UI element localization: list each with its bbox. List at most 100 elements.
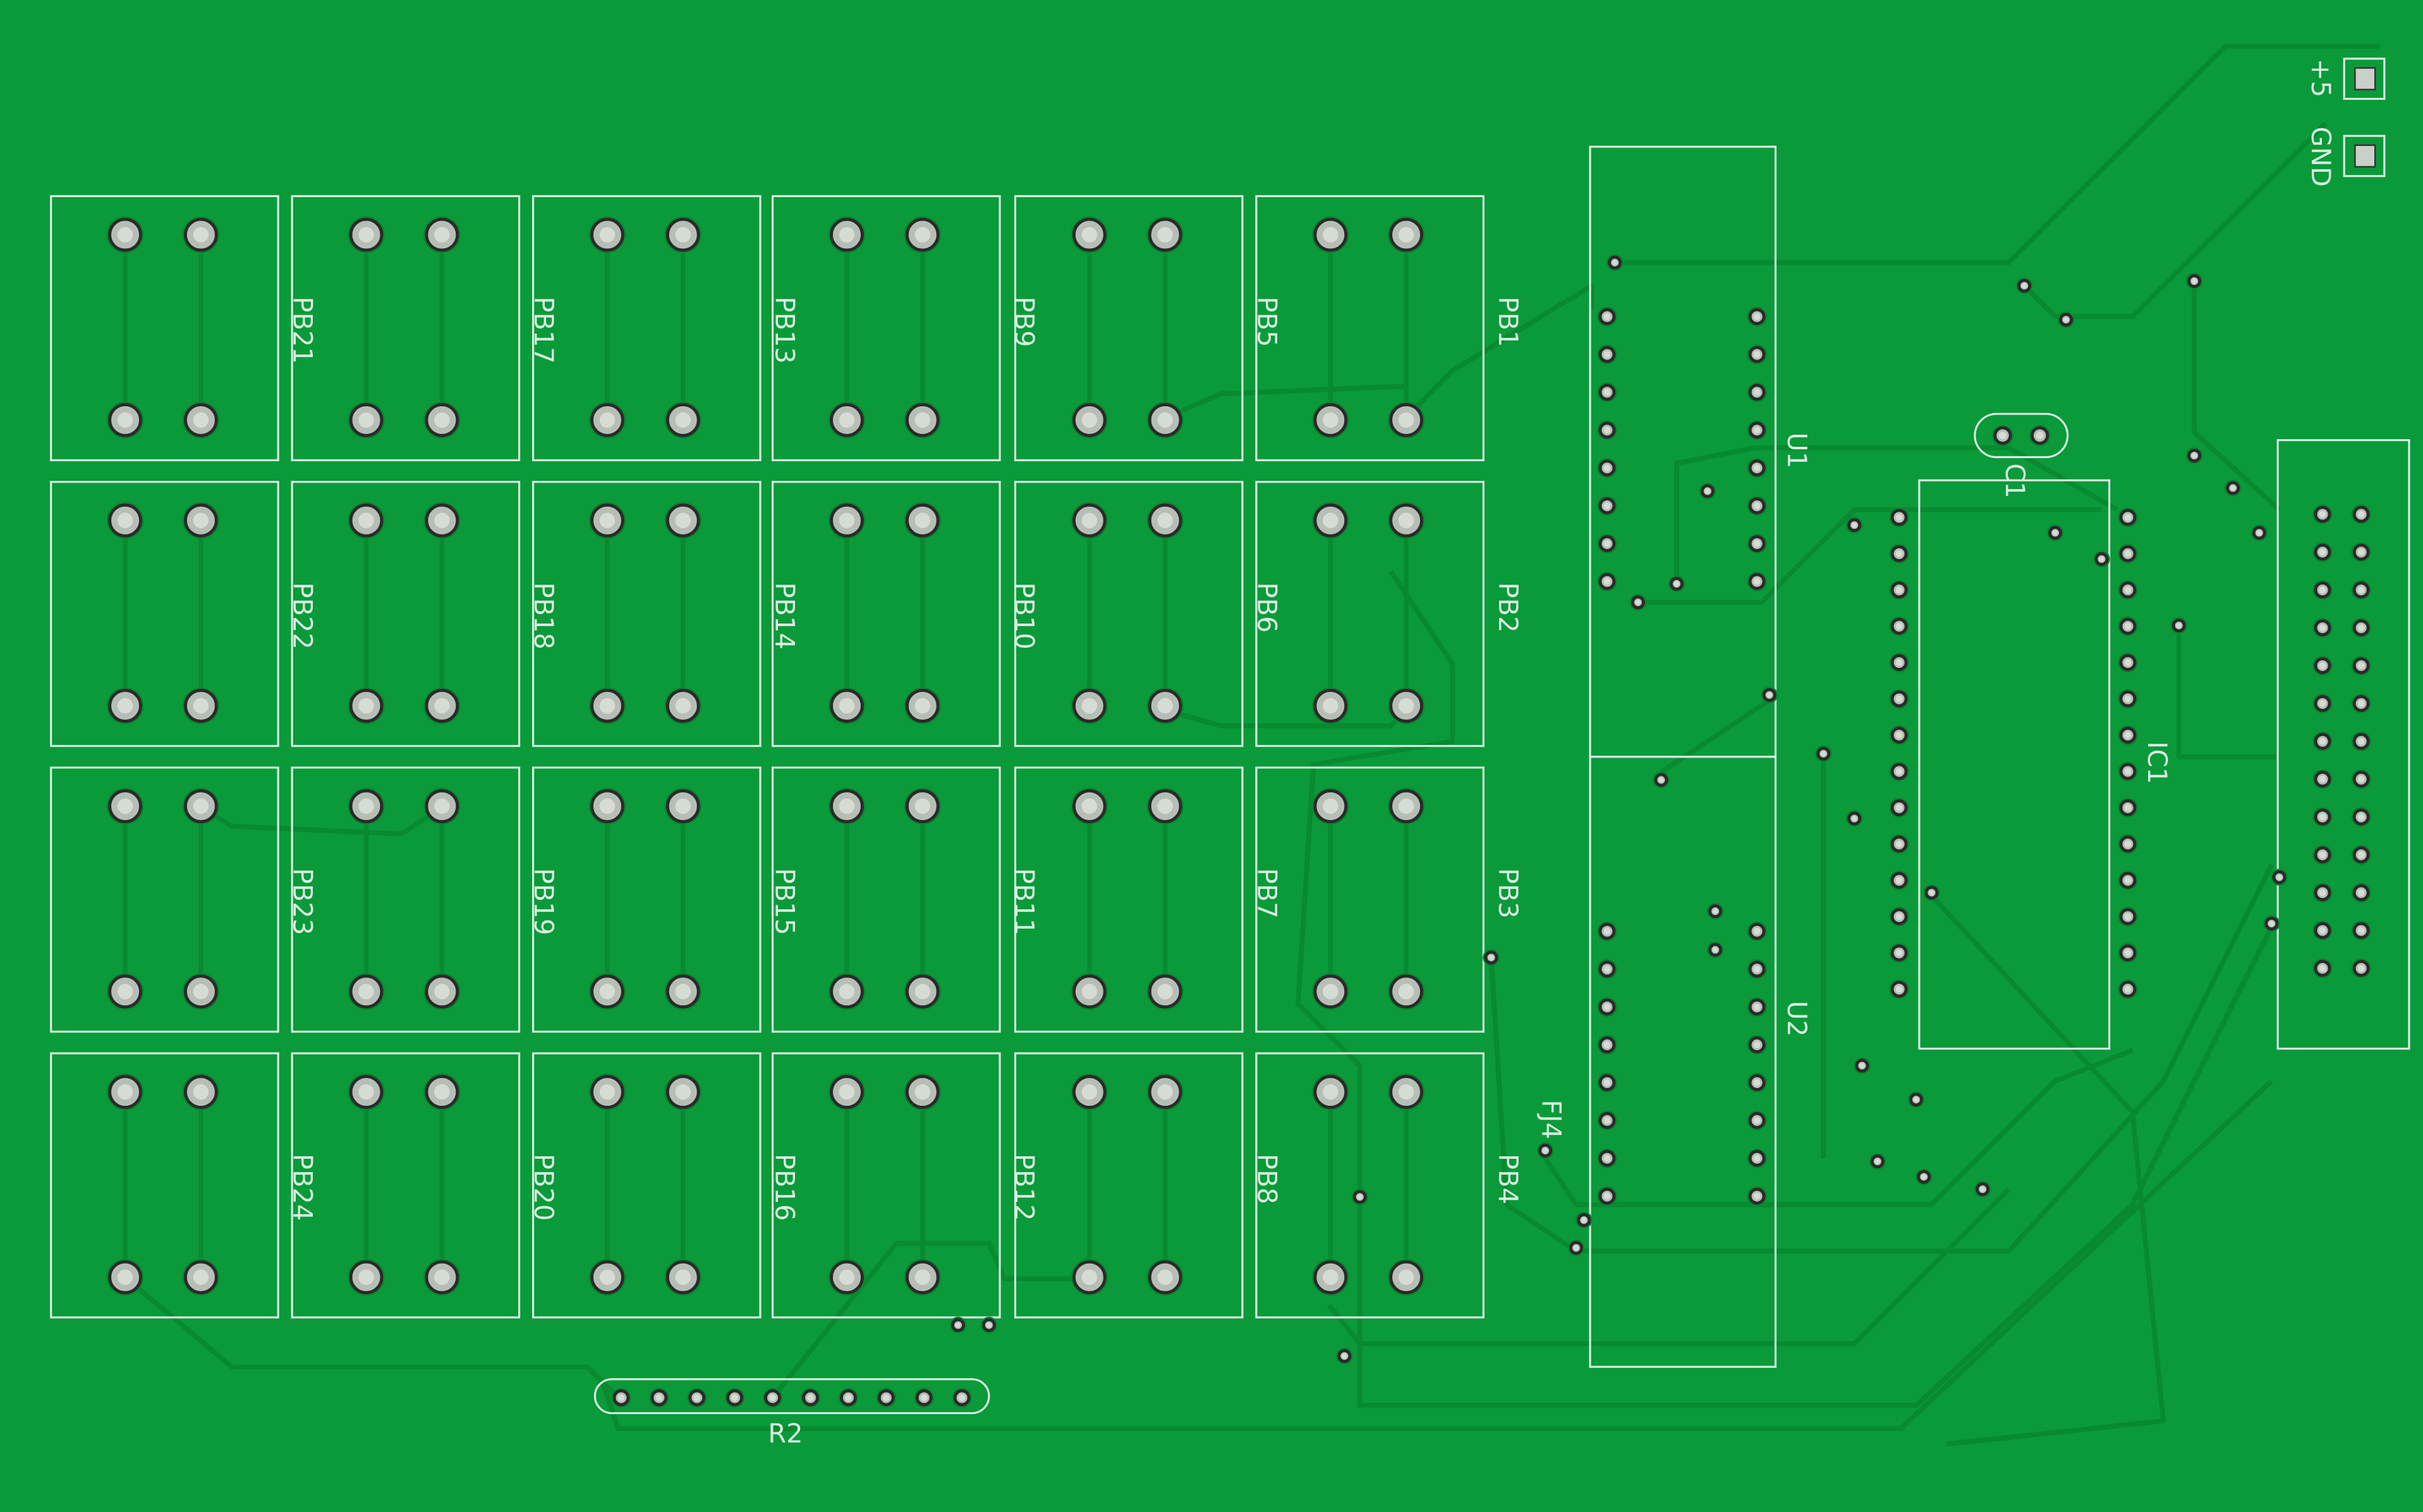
button-pad-hole [839,1084,855,1100]
button-pad-hole [117,698,133,714]
pushbutton-outline [771,195,1001,461]
u1-pin-hole [1753,540,1761,547]
pushbutton-outline [1014,481,1244,747]
r2-outline [593,1378,990,1415]
pushbutton-pb9: PB9 [771,195,1040,461]
pushbutton-label: PB3 [1493,868,1524,919]
header-pin-hole [2319,889,2326,897]
via-hole [1921,1174,1927,1180]
u1-pin-hole [1603,540,1611,547]
pushbutton-outline [291,481,521,747]
button-pad-hole [1081,698,1098,714]
button-pad-hole [914,1269,930,1285]
header-pin-hole [2357,851,2365,859]
u1-pin-hole [1603,464,1611,472]
button-pad-hole [914,512,930,528]
header-pin-hole [2319,662,2326,670]
header-pin-hole [2357,548,2365,556]
ic1-pin-hole [1895,622,1903,630]
button-pad-hole [914,227,930,243]
u2-pin-hole [1753,928,1761,935]
button-pad-hole [358,412,374,428]
pushbutton-pb2: PB2 [1255,481,1524,747]
button-pad-hole [1081,227,1098,243]
u1-pin-hole [1753,578,1761,585]
button-pad-hole [675,798,691,814]
button-pad-hole [117,984,133,1000]
pushbutton-pb4: PB4 [1255,1052,1524,1319]
ic1-pin-hole [1895,949,1903,957]
ic1-pin-hole [2124,586,2132,594]
via-hole [1658,777,1664,783]
button-pad-hole [193,698,209,714]
button-pad-hole [839,227,855,243]
via-hole [2191,278,2197,284]
fj4-label: FJ4 [1536,1099,1567,1139]
button-pad-hole [1157,512,1173,528]
ic1-pin-hole [1895,514,1903,521]
u1-pin-hole [1603,502,1611,510]
u2-pin-hole [1753,1003,1761,1011]
via-hole [2176,622,2182,629]
button-pad-hole [914,984,930,1000]
ic-pins [611,254,2372,1408]
ic1-pin-hole [1895,840,1903,848]
via-hole [2276,874,2282,880]
button-pad-hole [675,412,691,428]
pushbutton-outline [1255,481,1485,747]
r2-pin-hole [920,1394,928,1401]
ic1-pin-hole [1895,659,1903,667]
pushbutton-pb7: PB7 [1014,766,1282,1033]
u1-pin-hole [1603,426,1611,434]
button-pad-hole [434,698,450,714]
button-pad-hole [434,227,450,243]
ic1-pin-hole [2124,695,2132,703]
via-hole [1704,488,1711,494]
r2-pin-hole [617,1394,625,1401]
ic1-pin-hole [2124,913,2132,921]
pushbutton-pb16: PB16 [531,1052,800,1319]
c1-outline [1974,413,2069,459]
via-hole [1712,947,1718,953]
ic-footprints [593,57,2410,1415]
pushbutton-outline [50,481,279,747]
via-hole [1712,908,1718,914]
via-hole [1488,955,1494,960]
u2-pin-hole [1603,1003,1611,1011]
button-pad-hole [839,698,855,714]
pushbutton-label: PB11 [1009,868,1040,935]
r2-pin-hole [693,1394,701,1401]
pushbutton-outline [50,195,279,461]
button-pad-hole [434,1084,450,1100]
via-hole [1821,751,1826,757]
header-pin-hole [2319,511,2326,518]
u2-pin-hole [1603,1192,1611,1200]
button-pad-hole [599,412,616,428]
r2-pin-hole [769,1394,777,1401]
button-pad-hole [358,698,374,714]
pushbutton-pb5: PB5 [1014,195,1282,461]
u2-pin-hole [1753,1041,1761,1049]
button-pad-hole [1081,798,1098,814]
pushbutton-label: PB1 [1493,296,1524,347]
r2-pin-hole [655,1394,663,1401]
button-pad-hole [1323,412,1339,428]
button-pad-hole [434,512,450,528]
ic1-pin-hole [2124,986,2132,993]
button-pad-hole [1398,412,1414,428]
button-pad-hole [193,512,209,528]
pushbutton-label: PB15 [769,868,800,935]
button-pad-hole [1081,512,1098,528]
header-pin-hole [2357,965,2365,972]
u2-pin-hole [1603,1116,1611,1124]
power-gnd-pad-outline [2343,135,2386,178]
button-pad-hole [117,412,133,428]
button-pad-hole [599,798,616,814]
header-pin-hole [2319,965,2326,972]
button-pad-hole [358,512,374,528]
pushbutton-label: PB9 [1009,296,1040,347]
button-pad-hole [675,227,691,243]
pushbutton-outline [1255,1052,1485,1319]
header-connector-outline [2276,439,2410,1050]
u1-pin-hole [1603,578,1611,585]
